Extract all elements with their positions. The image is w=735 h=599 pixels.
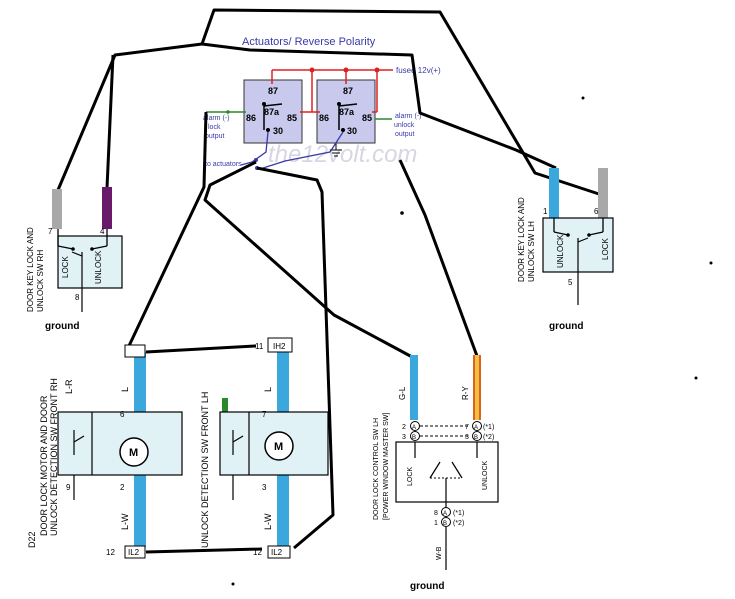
master-pin-bottom-b-letter: B bbox=[443, 521, 447, 527]
alarm-lock-line1: alarm (-) bbox=[203, 115, 229, 122]
motor-rh-conn-bottom-pin: 12 bbox=[106, 548, 115, 557]
alarm-lock-line3: output bbox=[205, 133, 225, 140]
motor-lh-conn-top: IH2 bbox=[273, 342, 286, 351]
motor-rh-pin6: 6 bbox=[120, 410, 125, 419]
relay-right-pin-85: 85 bbox=[362, 113, 372, 123]
actuator-output-wires bbox=[240, 131, 344, 170]
sw-lh-title-line1: DOOR KEY LOCK AND bbox=[517, 197, 526, 282]
master-wire-right: R-Y bbox=[461, 386, 470, 400]
master-pin-top-a-letter: A bbox=[412, 425, 416, 431]
master-pin-top-a-left: 2 bbox=[402, 424, 406, 431]
master-pin-bottom-a-tag: (*1) bbox=[453, 510, 464, 517]
master-pin-bottom-a-letter: A bbox=[443, 511, 447, 517]
watermark: the12volt.com bbox=[268, 141, 417, 168]
door-key-sw-rh: 7 4 LOCK UNLOCK 8 DOOR KEY LOCK AND UNLO… bbox=[26, 187, 123, 332]
motor-lh-wire-bottom: L-W bbox=[263, 513, 273, 530]
motor-rh-pin9: 9 bbox=[66, 483, 71, 492]
sw-rh-ground: ground bbox=[45, 321, 79, 332]
motor-rh-pin2: 2 bbox=[120, 483, 125, 492]
relay-left-pin-86: 86 bbox=[246, 113, 256, 123]
motor-rh-wire-bottom: L-W bbox=[120, 513, 130, 530]
relay-right-pin-87a: 87a bbox=[339, 107, 355, 117]
relay-right-pin-86: 86 bbox=[319, 113, 329, 123]
motor-lh-pin7: 7 bbox=[262, 410, 267, 419]
master-pin-top-b-tag: (*2) bbox=[483, 434, 494, 441]
master-ground: ground bbox=[410, 581, 444, 592]
master-wire-bottom: W-B bbox=[436, 546, 443, 560]
alarm-unlock-line2: unlock bbox=[394, 122, 415, 129]
motor-lh-pin3: 3 bbox=[262, 483, 267, 492]
master-pin-top-a-letter-r: A bbox=[474, 425, 478, 431]
sw-rh-pin4: 4 bbox=[100, 227, 105, 236]
relay-right-pin-30: 30 bbox=[347, 126, 357, 136]
relay-right: 87 87a 86 85 30 bbox=[316, 79, 376, 144]
relay-left-pin-87: 87 bbox=[268, 86, 278, 96]
sw-rh-lock-label: LOCK bbox=[61, 256, 70, 278]
motor-lh-title: UNLOCK DETECTION SW FRONT LH bbox=[200, 392, 210, 548]
master-pin-top-b-left: 3 bbox=[402, 434, 406, 441]
sw-rh-unlock-label: UNLOCK bbox=[94, 250, 103, 284]
master-wire-left: G-L bbox=[398, 386, 407, 400]
sw-lh-lock-label: LOCK bbox=[601, 238, 610, 260]
sw-lh-pin6: 6 bbox=[594, 207, 599, 216]
black-wires bbox=[56, 8, 603, 550]
motor-rh-title-line1: DOOR LOCK MOTOR AND DOOR bbox=[39, 395, 49, 536]
motor-lh-conn-bottom-pin: 12 bbox=[253, 548, 262, 557]
master-pin-top-b-right: 3 bbox=[465, 434, 469, 441]
relay-right-pin-87: 87 bbox=[343, 86, 353, 96]
sw-lh-pin5: 5 bbox=[568, 278, 573, 287]
master-pin-top-a-tag: (*1) bbox=[483, 424, 494, 431]
motor-rh-code: D22 bbox=[27, 531, 37, 548]
door-key-sw-lh: 1 6 UNLOCK LOCK 5 DOOR KEY LOCK AND UNLO… bbox=[517, 168, 614, 332]
alarm-unlock-line1: alarm (-) bbox=[395, 113, 421, 120]
master-title-line2: [POWER WINDOW MASTER SW] bbox=[383, 413, 390, 520]
motor-rh-conn-bottom: IL2 bbox=[128, 548, 140, 557]
sw-lh-pin1: 1 bbox=[543, 207, 548, 216]
master-pin-bottom-b-tag: (*2) bbox=[453, 520, 464, 527]
master-pin-bottom-b-left: 1 bbox=[434, 520, 438, 527]
master-pin-top-b-letter-r: B bbox=[474, 435, 478, 441]
motor-rh-m: M bbox=[129, 447, 138, 459]
relay-left-pin-87a: 87a bbox=[264, 107, 280, 117]
sw-rh-title-line2: UNLOCK SW RH bbox=[36, 250, 45, 312]
sw-lh-title-line2: UNLOCK SW LH bbox=[527, 221, 536, 282]
motor-lh-m: M bbox=[274, 441, 283, 453]
alarm-lock-line2: lock bbox=[208, 124, 221, 131]
door-lock-motor-lh: IH2 11 M 7 3 L L-W UNLOCK DETECTION SW F… bbox=[200, 337, 329, 559]
diagram-title: Actuators/ Reverse Polarity bbox=[242, 36, 376, 48]
motor-rh-side-label: L-R bbox=[64, 379, 74, 394]
relay-left: 87 87a 86 85 30 bbox=[243, 79, 303, 144]
master-pin-bottom-a-left: 8 bbox=[434, 510, 438, 517]
alarm-unlock-line3: output bbox=[395, 131, 415, 138]
sw-rh-pin8: 8 bbox=[75, 293, 80, 302]
master-unlock-label: UNLOCK bbox=[482, 460, 489, 490]
motor-lh-wire-top: L bbox=[263, 387, 273, 392]
motor-rh-title-line2: UNLOCK DETECTION SW FRONT RH bbox=[49, 378, 59, 536]
motor-lh-conn-top-pin: 11 bbox=[255, 342, 264, 351]
master-pin-top-a-right: 7 bbox=[465, 424, 469, 431]
master-lock-label: LOCK bbox=[407, 467, 414, 486]
sw-rh-pin7: 7 bbox=[48, 227, 53, 236]
sw-rh-title-line1: DOOR KEY LOCK AND bbox=[26, 227, 35, 312]
sw-lh-unlock-label: UNLOCK bbox=[556, 234, 565, 268]
sw-lh-ground: ground bbox=[549, 321, 583, 332]
master-title-line1: DOOR LOCK CONTROL SW LH bbox=[373, 418, 380, 520]
door-lock-motor-rh: M 6 2 9 L L-W L-R D22 DOOR LOCK MOTOR AN… bbox=[27, 344, 263, 559]
motor-rh-wire-top: L bbox=[120, 387, 130, 392]
motor-lh-conn-bottom: IL2 bbox=[271, 548, 283, 557]
fused-12v-label: fused 12v(+) bbox=[396, 66, 441, 75]
relay-left-pin-85: 85 bbox=[287, 113, 297, 123]
master-switch: G-L R-Y A B 2 3 7 3 A B (*1) (*2) LOCK U… bbox=[373, 355, 499, 592]
master-pin-top-b-letter: B bbox=[412, 435, 416, 441]
relay-left-pin-30: 30 bbox=[273, 126, 283, 136]
to-actuators-label: to actuators bbox=[205, 161, 242, 168]
